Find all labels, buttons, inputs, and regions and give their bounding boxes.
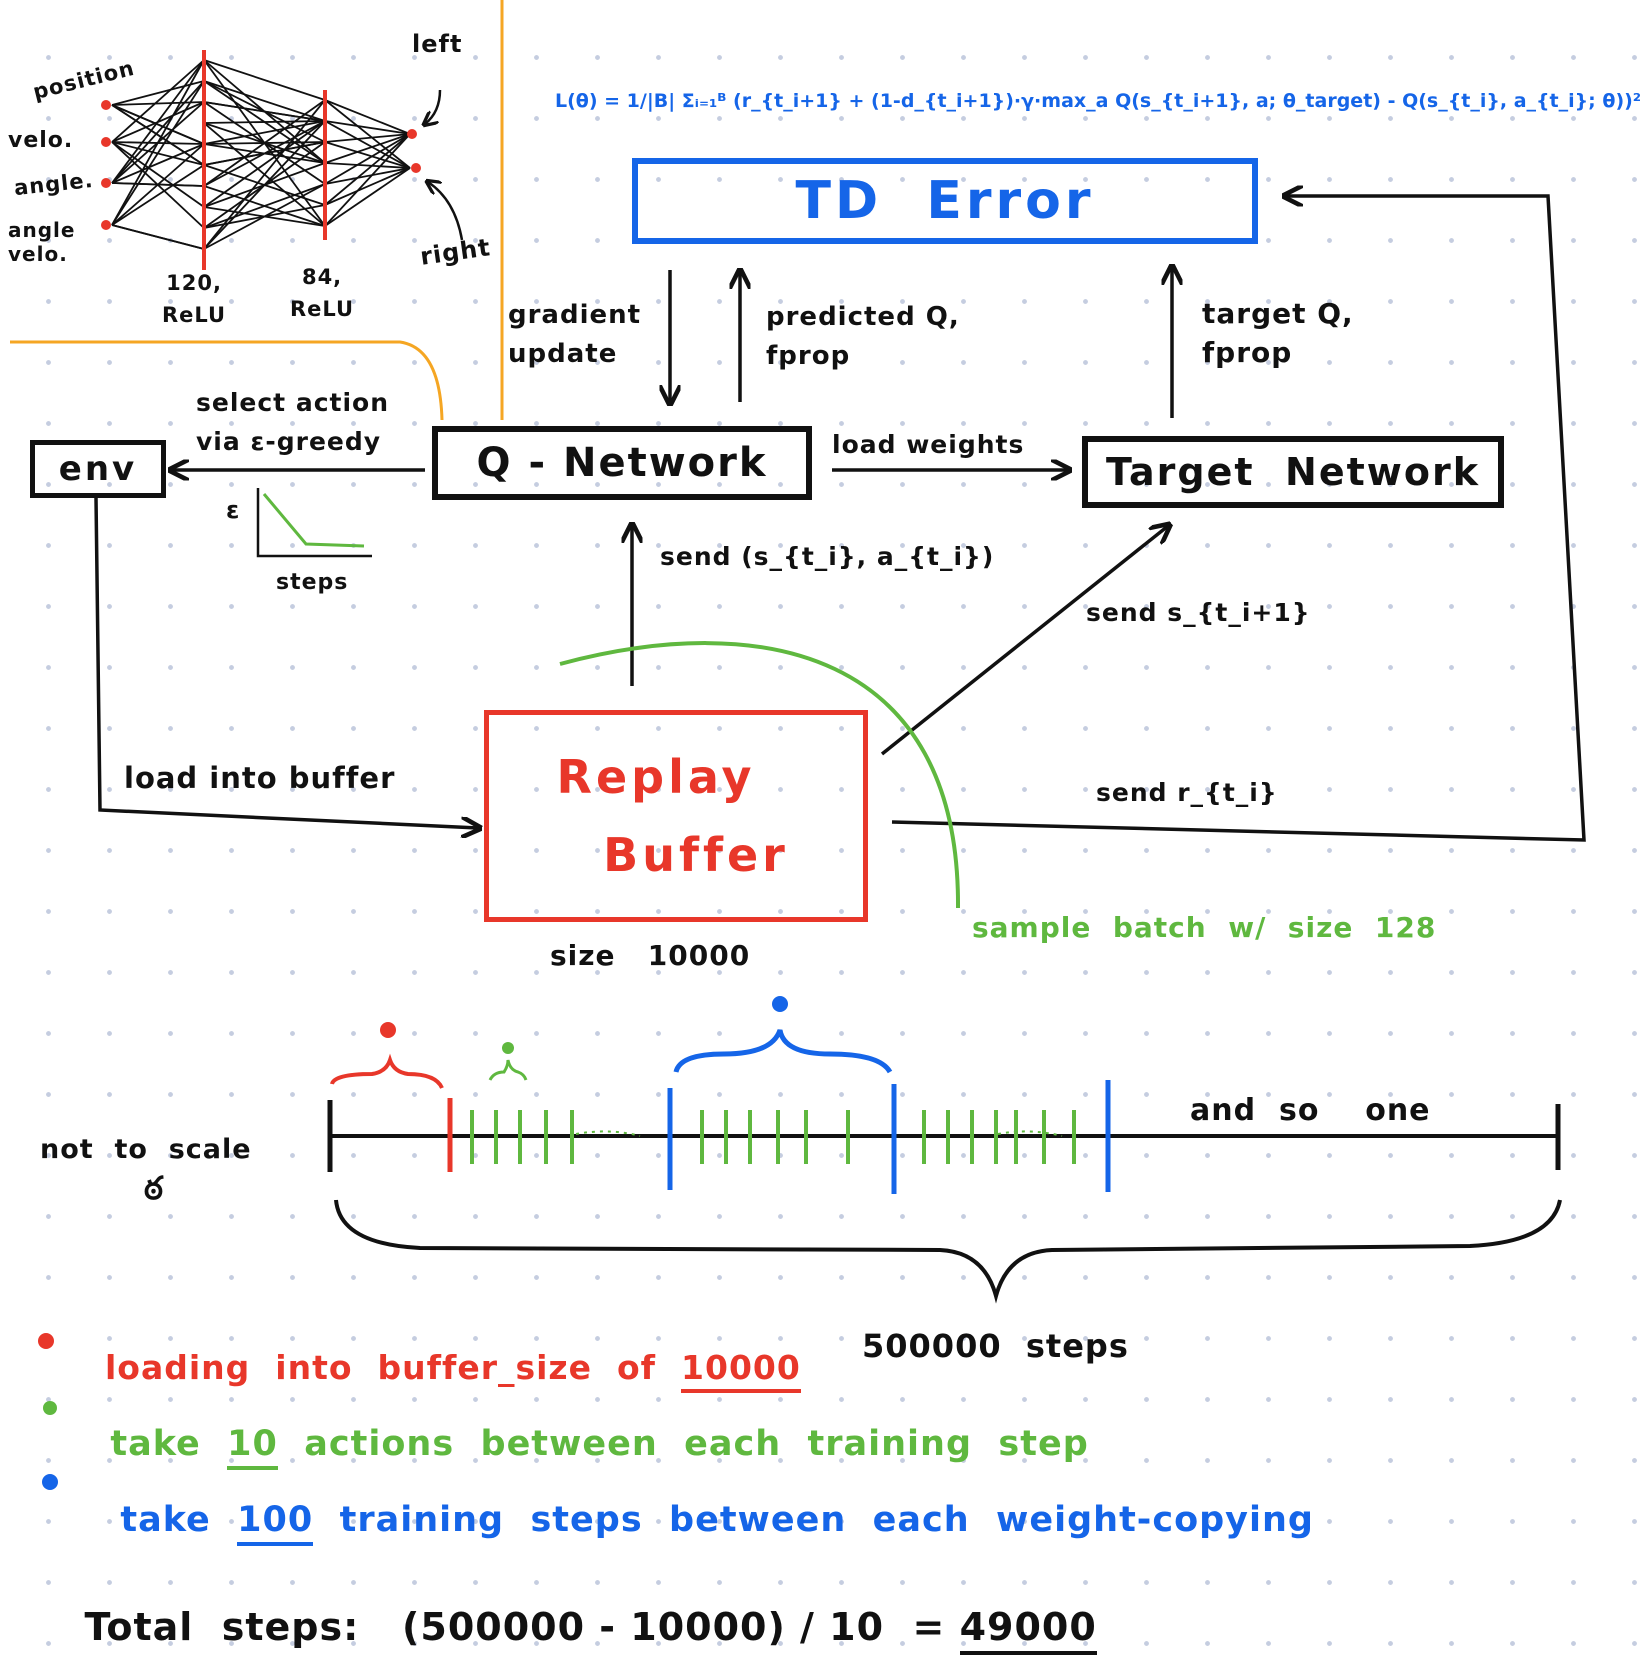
legend-blue-number: 100 xyxy=(237,1500,314,1546)
legend-red-text: loading into buffer_size of xyxy=(104,1348,682,1387)
replay-size-label: size 10000 xyxy=(550,939,751,972)
legend-blue-post: training steps between each weight-copyi… xyxy=(313,1500,1314,1540)
legend-green: take 10 actions between each training st… xyxy=(84,1392,1089,1470)
right-output-arrow xyxy=(428,182,464,241)
loss-formula: L(θ) = 1/|B| Σᵢ₌₁ᴮ (r_{t_i+1} + (1-d_{t_… xyxy=(555,90,1640,112)
q-network-box: Q - Network xyxy=(432,426,812,500)
load-into-buffer-arrow xyxy=(94,497,478,828)
input-label-velo: velo. xyxy=(8,128,74,153)
legend-dot-red xyxy=(38,1333,54,1349)
layer1-label: 120, ReLU xyxy=(162,271,227,327)
load-into-buffer-label: load into buffer xyxy=(124,761,396,795)
steps-axis-label: steps xyxy=(276,570,349,595)
network-edges xyxy=(111,59,411,250)
predicted-q-label: predicted Q, fprop xyxy=(766,302,960,371)
send-r-loop-arrow xyxy=(891,196,1586,842)
td-error-box: TD Error xyxy=(632,158,1258,244)
env-label: env xyxy=(58,449,138,489)
env-box: env xyxy=(30,440,166,498)
total-steps-result: 49000 xyxy=(959,1605,1097,1655)
send-sa-label: send (s_{t_i}, a_{t_i}) xyxy=(660,542,995,571)
legend-red: loading into buffer_size of 10000 xyxy=(80,1318,801,1393)
load-weights-label: load weights xyxy=(832,430,1025,459)
input-label-angle-velo: angle velo. xyxy=(8,218,76,266)
layer2-label: 84, ReLU xyxy=(290,265,355,321)
send-r-label: send r_{t_i} xyxy=(1096,778,1278,807)
q-network-label: Q - Network xyxy=(476,440,768,486)
legend-blue-pre: take xyxy=(120,1500,238,1540)
replay-label-line2: Buffer xyxy=(603,828,789,882)
target-network-box: Target Network xyxy=(1082,436,1504,508)
legend-green-number: 10 xyxy=(227,1424,278,1470)
left-output-arrow xyxy=(425,89,442,124)
not-to-scale-label: not to scale xyxy=(40,1134,252,1165)
send-s-next-label: send s_{t_i+1} xyxy=(1086,598,1311,627)
legend-green-pre: take xyxy=(110,1424,228,1464)
replay-buffer-box: Replay Buffer xyxy=(484,710,868,922)
target-q-label: target Q, fprop xyxy=(1202,297,1354,370)
total-steps-label: Total steps: xyxy=(84,1605,360,1649)
epsilon-axis-label: ε xyxy=(226,496,241,524)
total-steps-line: Total steps: (500000 - 10000) / 10 = 490… xyxy=(56,1570,1097,1655)
legend-dot-green xyxy=(43,1401,57,1415)
gradient-update-label: gradient update xyxy=(508,300,642,369)
orange-divider-horizontal xyxy=(10,340,444,421)
epsilon-decay-plot xyxy=(256,488,372,558)
total-steps-expression: (500000 - 10000) / 10 = xyxy=(402,1605,946,1649)
target-network-label: Target Network xyxy=(1106,450,1480,494)
legend-red-number: 10000 xyxy=(681,1348,801,1393)
legend-dot-blue xyxy=(42,1474,58,1490)
legend-green-post: actions between each training step xyxy=(277,1424,1089,1464)
total-steps-count-label: 500000 steps xyxy=(862,1327,1129,1365)
timeline xyxy=(327,996,1562,1304)
sample-batch-label: sample batch w/ size 128 xyxy=(972,911,1437,944)
sample-batch-arc xyxy=(559,641,961,909)
replay-label-line1: Replay xyxy=(556,750,756,804)
td-error-label: TD Error xyxy=(795,171,1095,231)
sad-face: ఠ xyxy=(144,1169,164,1207)
select-action-label: select action via ε-greedy xyxy=(196,388,390,456)
legend-blue: take 100 training steps between each wei… xyxy=(94,1468,1314,1546)
network-layers xyxy=(101,50,421,270)
output-label-left: left xyxy=(412,30,463,58)
and-so-on-label: and so one xyxy=(1190,1093,1431,1128)
send-s-next-arrow xyxy=(880,526,1168,756)
